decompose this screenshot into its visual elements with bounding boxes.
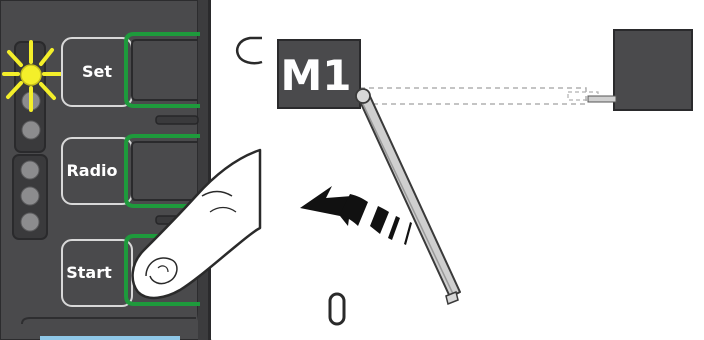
pressing-hand (131, 148, 262, 300)
led-indicator-3 (21, 120, 41, 140)
start-button[interactable]: Start (61, 239, 133, 307)
start-button-label: Start (66, 263, 112, 282)
button-slot (155, 115, 199, 125)
panel-display (40, 336, 180, 340)
gate-arm (355, 88, 461, 306)
motor-m1-label: M1 (280, 51, 351, 100)
gate-hinge (355, 88, 371, 104)
start-button-frame (124, 234, 200, 306)
radio-button[interactable]: Radio (61, 137, 133, 205)
led-indicator-6 (20, 212, 40, 232)
motor-m1: M1 (277, 39, 361, 109)
led-indicator-4 (20, 160, 40, 180)
gate-closed-outline (359, 87, 599, 105)
radio-button-label: Radio (66, 161, 117, 180)
set-button-frame (124, 32, 200, 108)
set-button-label: Set (82, 62, 112, 81)
opening-arc-arrow (300, 186, 412, 245)
radio-button-frame (124, 134, 200, 208)
set-button[interactable]: Set (61, 37, 133, 107)
gate-receiver-box (587, 29, 693, 111)
led-indicator-5 (20, 186, 40, 206)
led-lit (20, 64, 42, 86)
floor-stop (328, 292, 346, 326)
hand-tip (236, 36, 263, 65)
led-column-lower (12, 154, 48, 240)
